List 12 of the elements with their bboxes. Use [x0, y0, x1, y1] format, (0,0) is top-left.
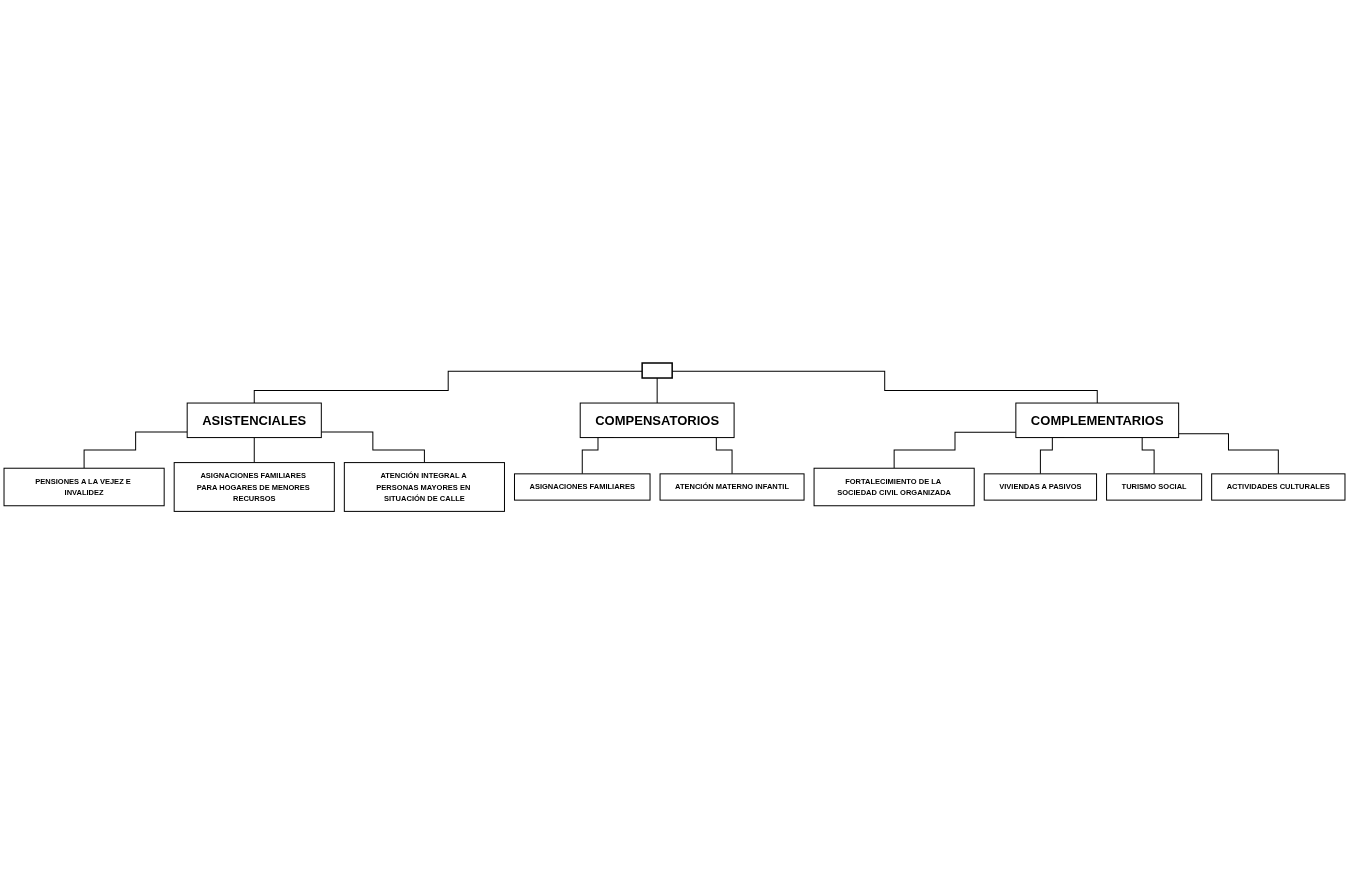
- node-box: COMPENSATORIOS: [579, 402, 735, 438]
- connector: [893, 431, 1017, 469]
- node-box: ASISTENCIALES: [186, 402, 322, 438]
- node-box: COMPLEMENTARIOS: [1015, 402, 1180, 438]
- connector: [671, 370, 1098, 404]
- node-box: [641, 362, 673, 379]
- connector: [83, 431, 188, 469]
- connector: [253, 370, 643, 404]
- connector: [656, 377, 658, 404]
- connector: [1178, 433, 1279, 475]
- connector: [320, 431, 425, 463]
- connector: [253, 436, 255, 463]
